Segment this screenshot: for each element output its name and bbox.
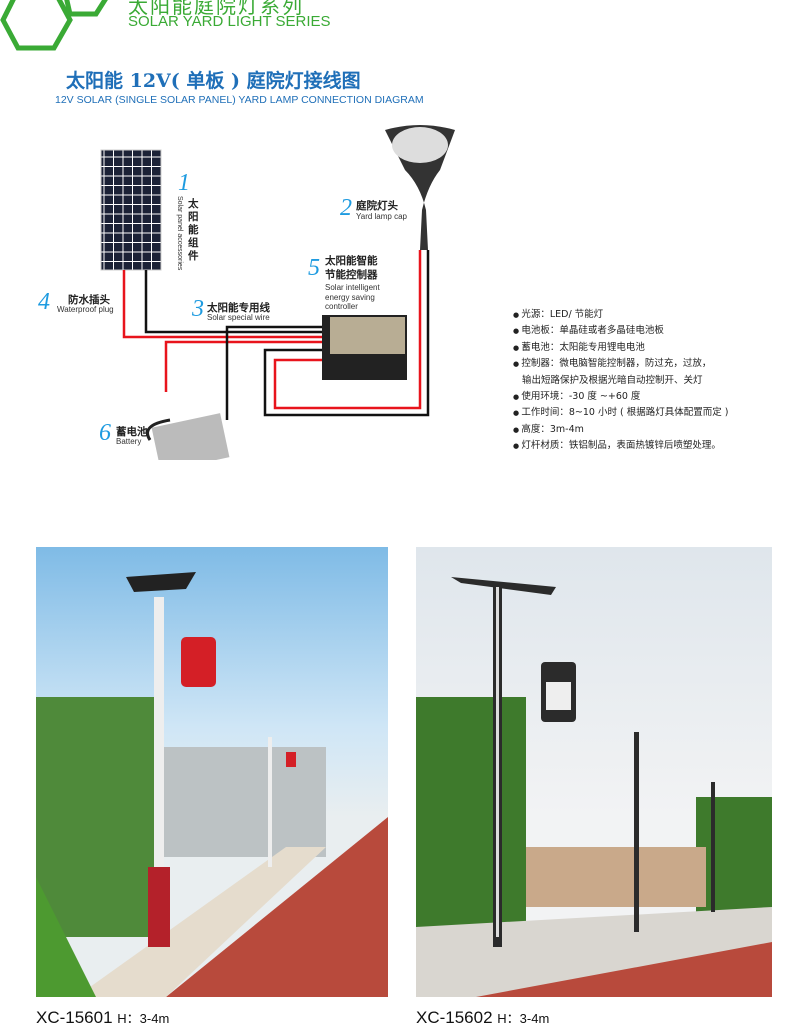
part-5-label-line1: 太阳能智能 — [325, 255, 378, 267]
part-5-en-line1: Solar intelligent — [325, 283, 380, 292]
spec-item: 工作时间：8~10 小时 ( 根据路灯具体配置而定 ) — [513, 405, 728, 421]
model-number: XC-15602 — [416, 1008, 493, 1027]
model-number: XC-15601 — [36, 1008, 113, 1027]
height-spec: H：3-4m — [497, 1011, 550, 1026]
part-5-label-line2: 节能控制器 — [325, 269, 378, 281]
part-5-en-line2: energy saving — [325, 292, 375, 302]
part-2-label-en: Yard lamp cap — [356, 212, 407, 221]
product-caption-2: XC-15602 H：3-4m — [416, 1008, 549, 1028]
part-1-label-en: Solar panel accessories — [176, 196, 183, 271]
spec-item: 蓄电池：太阳能专用锂电电池 — [513, 340, 728, 356]
product-caption-1: XC-15601 H：3-4m — [36, 1008, 169, 1028]
spec-item: 控制器：微电脑智能控制器，防过充，过放， — [513, 356, 728, 372]
wiring-diagram — [100, 125, 455, 460]
part-1-number: 1 — [178, 170, 190, 196]
part-6-label: 蓄电池 — [116, 426, 148, 438]
part-5-en-line3: controller — [325, 302, 358, 311]
spec-list: 光源：LED/ 节能灯 电池板：单晶硅或者多晶硅电池板 蓄电池：太阳能专用锂电电… — [513, 307, 728, 455]
solar-panel — [100, 149, 162, 271]
spec-item: 高度：3m-4m — [513, 422, 728, 438]
part-3-number: 3 — [192, 296, 204, 322]
series-title-en: SOLAR YARD LIGHT SERIES — [128, 13, 331, 30]
wires — [122, 250, 430, 420]
spec-item: 灯杆材质：铁铝制品，表面热镀锌后喷塑处理。 — [513, 438, 728, 454]
product-photo-xc-15602 — [416, 547, 772, 997]
part-6-number: 6 — [99, 420, 111, 446]
part-3-label: 太阳能专用线 — [207, 302, 270, 314]
part-5-number: 5 — [308, 255, 320, 281]
part-4-label: 防水插头 — [68, 294, 110, 306]
spec-item: 光源：LED/ 节能灯 — [513, 307, 728, 323]
diagram-title-en: 12V SOLAR (SINGLE SOLAR PANEL) YARD LAMP… — [55, 94, 424, 106]
height-spec: H：3-4m — [117, 1011, 170, 1026]
battery — [151, 413, 230, 460]
part-1-label: 太阳能组件 — [188, 198, 199, 262]
spec-item: 电池板：单晶硅或者多晶硅电池板 — [513, 323, 728, 339]
part-4-number: 4 — [38, 289, 50, 315]
diagram-title-cn: 太阳能 12V( 单板 ) 庭院灯接线图 — [66, 70, 361, 92]
spec-item-continued: 输出短路保护及根据光暗自动控制开、关灯 — [522, 374, 703, 386]
part-6-label-en: Battery — [116, 437, 142, 446]
part-3-label-en: Solar special wire — [207, 313, 270, 322]
part-2-number: 2 — [340, 195, 352, 221]
series-title-cn: 太阳能庭院灯系列 — [128, 0, 304, 18]
part-4-label-en: Waterproof plug — [57, 305, 114, 314]
spec-item: 使用环境：-30 度 ~+60 度 — [513, 389, 728, 405]
part-5-label: 太阳能智能节能控制器 — [325, 254, 378, 282]
part-2-label: 庭院灯头 — [356, 200, 398, 212]
hexagon-logo — [0, 0, 108, 51]
product-photo-xc-15601 — [36, 547, 388, 997]
